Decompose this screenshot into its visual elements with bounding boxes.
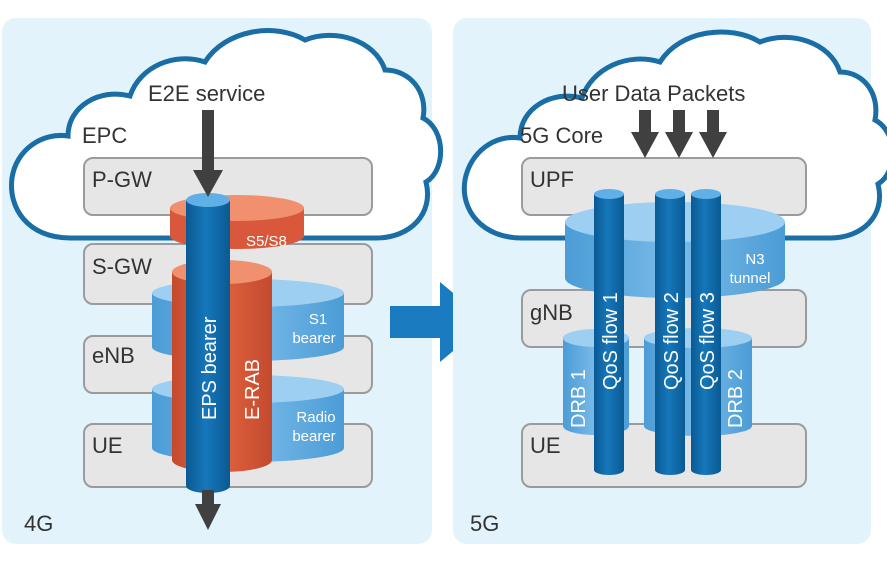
packet-arrow-3-icon (699, 110, 727, 158)
panel-5g-corner-label: 5G (470, 511, 499, 536)
node-label-upf: UPF (530, 167, 574, 192)
n3-tunnel-label-line1: N3 (745, 251, 764, 268)
node-label-ue: UE (92, 433, 123, 458)
epc-label: EPC (82, 123, 127, 148)
drb2-label: DRB 2 (725, 369, 747, 428)
panel-5g: User Data Packets 5G Core UPF gNB UE N3 … (453, 18, 887, 544)
e2e-service-arrow-icon (193, 110, 223, 197)
packet-arrow-2-icon (665, 110, 693, 158)
user-data-packets-label: User Data Packets (562, 81, 745, 106)
panel-4g-corner-label: 4G (24, 511, 53, 536)
5g-core-label: 5G Core (520, 123, 603, 148)
n3-tunnel-label-line2: tunnel (730, 270, 771, 287)
node-label-pgw: P-GW (92, 167, 152, 192)
bottom-exit-arrow-icon (195, 490, 221, 530)
node-label-ue-5g: UE (530, 433, 561, 458)
qos-flow-3-cylinder: QoS flow 3 (691, 189, 721, 475)
qos-flow-1-label: QoS flow 1 (600, 292, 622, 390)
node-label-enb: eNB (92, 343, 135, 368)
s1-bearer-label-line1: S1 (309, 311, 327, 328)
eps-bearer-label: EPS bearer (199, 316, 221, 420)
qos-flow-2-label: QoS flow 2 (661, 292, 683, 390)
e2e-service-label: E2E service (148, 81, 265, 106)
qos-flow-2-cylinder: QoS flow 2 (655, 189, 685, 475)
drb1-label: DRB 1 (568, 369, 590, 428)
s5s8-label: S5/S8 (246, 233, 287, 250)
erab-label: E-RAB (242, 359, 264, 420)
qos-flow-3-label: QoS flow 3 (697, 292, 719, 390)
eps-bearer-cylinder: EPS bearer (186, 193, 230, 493)
s1-bearer-label-line2: bearer (292, 330, 335, 347)
qos-flow-1-cylinder: QoS flow 1 (594, 189, 624, 475)
node-label-sgw: S-GW (92, 254, 152, 279)
radio-bearer-label-line2: bearer (292, 428, 335, 445)
radio-bearer-label-line1: Radio (296, 409, 335, 426)
panel-4g: E2E service EPC P-GW S-GW eNB UE S5/S8 S… (2, 18, 444, 544)
node-label-gnb: gNB (530, 300, 573, 325)
packet-arrow-1-icon (631, 110, 659, 158)
